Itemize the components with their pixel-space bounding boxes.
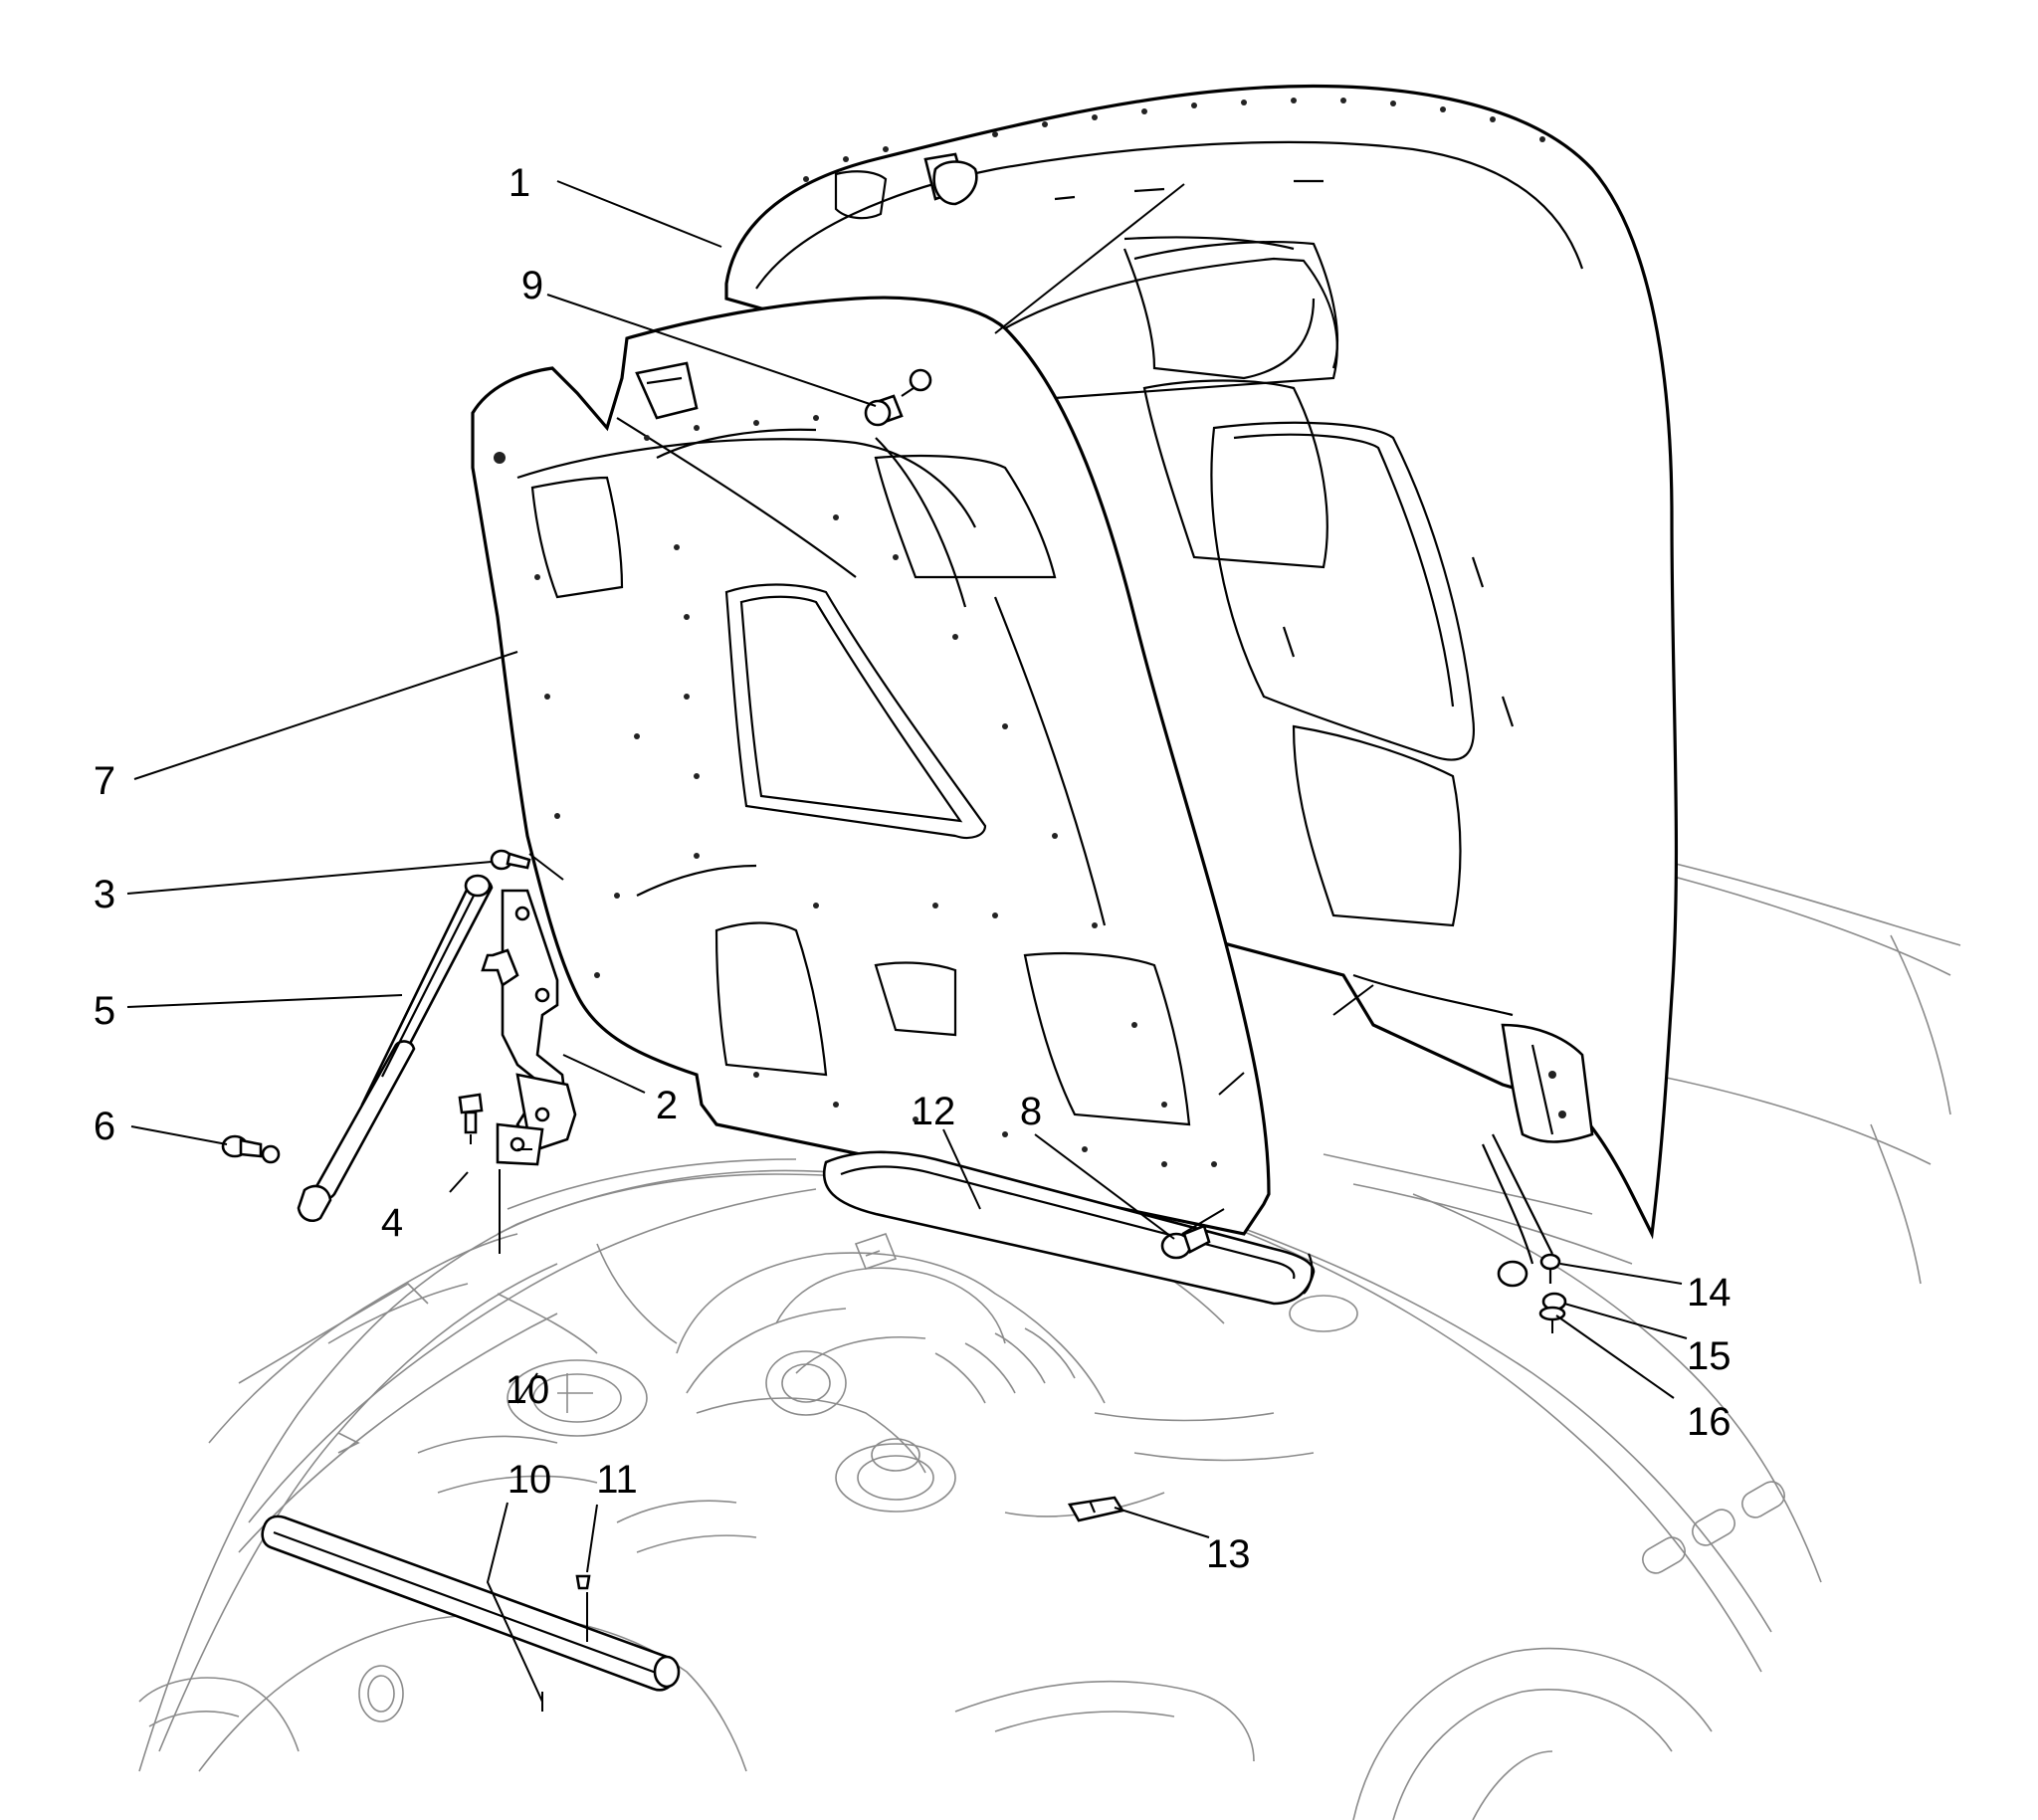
callout-leaders [126, 180, 1688, 1703]
insulation-panel-holes [494, 415, 1217, 1167]
callout-8: 8 [1020, 1090, 1042, 1133]
buffer-9 [864, 387, 915, 427]
bolt-3 [490, 849, 531, 871]
callout-11: 11 [596, 1458, 638, 1502]
bonnet-hinge [481, 889, 577, 1166]
callout-2: 2 [656, 1084, 678, 1127]
callout-15: 15 [1687, 1334, 1732, 1378]
callout-7: 7 [94, 759, 115, 803]
ball-stud-6 [221, 1134, 281, 1164]
callout-12: 12 [912, 1090, 956, 1133]
buffer-8 [1160, 1224, 1211, 1260]
clip-13 [1067, 1496, 1125, 1522]
engine-bay [337, 1233, 1358, 1553]
callout-14: 14 [1687, 1271, 1732, 1314]
callout-10-lower: 10 [508, 1458, 552, 1502]
callout-16: 16 [1687, 1400, 1732, 1444]
assembly-lines [499, 984, 1374, 1712]
callout-6: 6 [94, 1105, 115, 1148]
screw-11 [575, 1574, 591, 1590]
fastener-set-14-16 [1538, 1253, 1567, 1333]
callout-5: 5 [94, 989, 115, 1033]
front-bonnet-seal [261, 1515, 681, 1692]
callout-13: 13 [1206, 1532, 1251, 1576]
bonnet-insulation-panel [471, 296, 1271, 1236]
bonnet-seal [822, 1150, 1316, 1306]
gas-strut [297, 874, 494, 1222]
callout-10-upper: 10 [506, 1368, 550, 1412]
callout-9: 9 [521, 264, 543, 307]
callout-1: 1 [509, 161, 530, 205]
callout-3: 3 [94, 873, 115, 916]
bonnet-edge-holes [803, 98, 1545, 182]
callout-4: 4 [381, 1201, 403, 1245]
bolt-4 [458, 1093, 484, 1144]
callout-labels: 1 2 3 4 5 6 7 8 9 10 10 11 12 13 14 15 1… [94, 161, 1732, 1576]
